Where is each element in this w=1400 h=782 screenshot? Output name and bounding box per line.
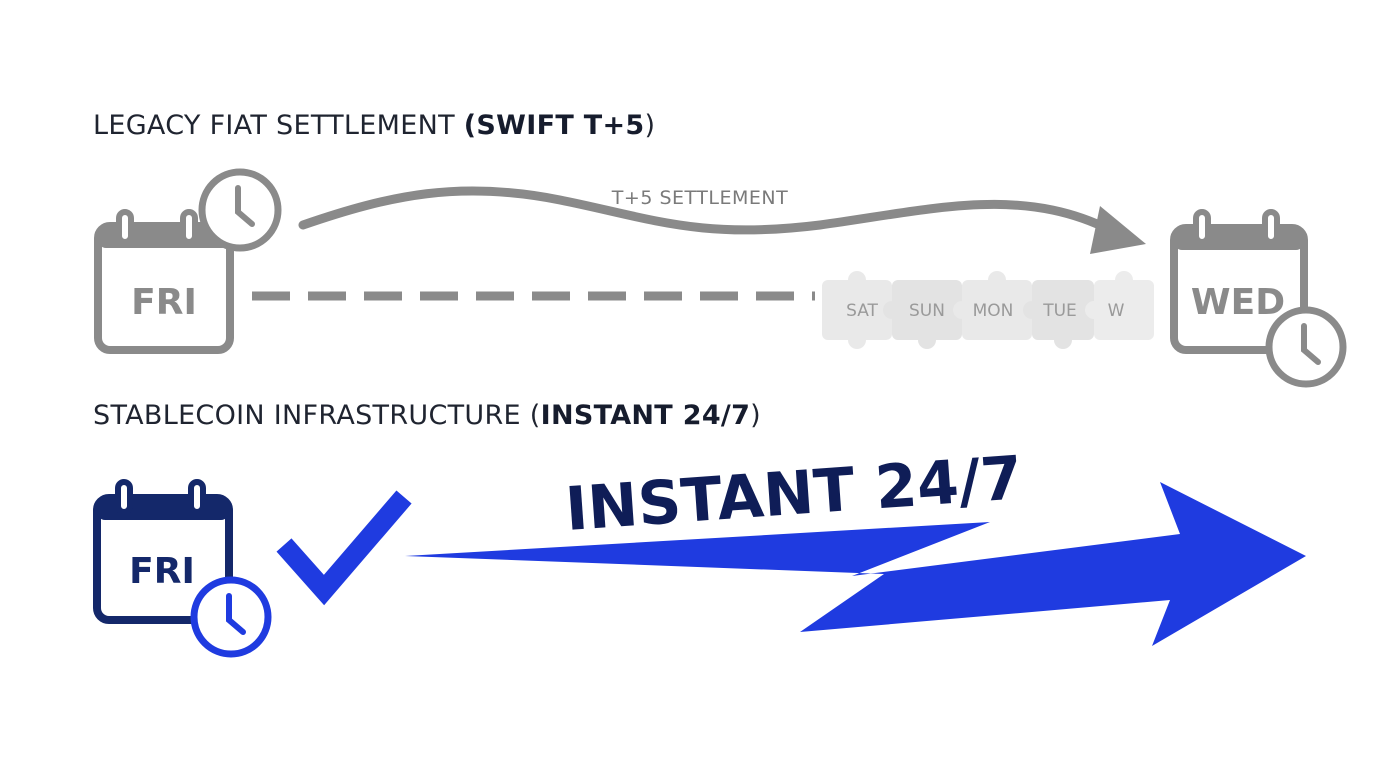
stablecoin-heading-suffix: ) — [750, 400, 761, 431]
stablecoin-calendar-icon: FRI — [93, 479, 233, 624]
legacy-heading-text: LEGACY FIAT SETTLEMENT — [93, 110, 464, 141]
legacy-start-clock-icon — [198, 168, 282, 252]
legacy-end-calendar-icon: WED — [1170, 209, 1308, 354]
stablecoin-heading-bold: INSTANT 24/7 — [540, 400, 751, 431]
checkmark-icon — [276, 490, 412, 606]
day-label-sat: SAT — [846, 301, 878, 321]
puzzle-piece: SUN — [883, 280, 962, 349]
puzzle-piece: MON — [953, 271, 1032, 340]
stablecoin-day: FRI — [129, 551, 195, 592]
weekend-puzzle-pieces: SAT SUN MON TUE W — [822, 271, 1154, 349]
legacy-heading-suffix: ) — [644, 110, 656, 141]
legacy-heading-bold: (SWIFT T+5 — [463, 110, 645, 141]
puzzle-piece: SAT — [822, 271, 892, 349]
t5-settlement-arrow — [298, 186, 1146, 254]
t5-settlement-label: T+5 SETTLEMENT — [611, 187, 788, 209]
puzzle-piece: W — [1085, 271, 1154, 340]
puzzle-piece: TUE — [1023, 280, 1094, 349]
day-label-wed-partial: W — [1108, 301, 1125, 321]
stablecoin-heading-text: STABLECOIN INFRASTRUCTURE ( — [93, 400, 541, 431]
legacy-start-day: FRI — [131, 282, 197, 323]
stablecoin-clock-icon — [190, 576, 272, 658]
day-label-tue: TUE — [1042, 301, 1077, 321]
day-label-mon: MON — [973, 301, 1014, 321]
legacy-section-heading: LEGACY FIAT SETTLEMENT (SWIFT T+5) — [93, 110, 655, 141]
legacy-start-calendar-icon: FRI — [94, 209, 234, 354]
legacy-end-day: WED — [1191, 282, 1285, 323]
instant-lightning-arrow — [405, 482, 1306, 646]
day-label-sun: SUN — [909, 301, 945, 321]
stablecoin-section-heading: STABLECOIN INFRASTRUCTURE (INSTANT 24/7) — [93, 400, 761, 431]
legacy-end-clock-icon — [1265, 306, 1347, 388]
